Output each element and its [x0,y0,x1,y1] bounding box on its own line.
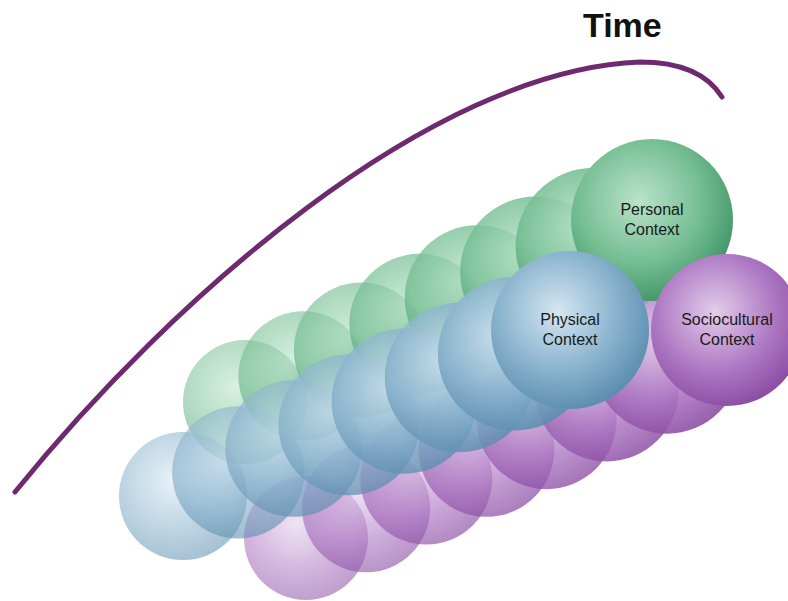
circle-fill [491,251,649,409]
context-label: Personal Context [594,200,711,240]
circle-shape [651,254,788,406]
context-circle: Physical Context [491,251,649,409]
context-label: Sociocultural Context [672,310,782,350]
circle-trail [119,168,741,600]
circle-shape [491,251,649,409]
circle-fill [651,254,788,406]
axis-label: Time [583,6,662,45]
time-arc [15,62,722,492]
context-circle: Sociocultural Context [651,254,788,406]
context-label: Physical Context [513,310,628,350]
